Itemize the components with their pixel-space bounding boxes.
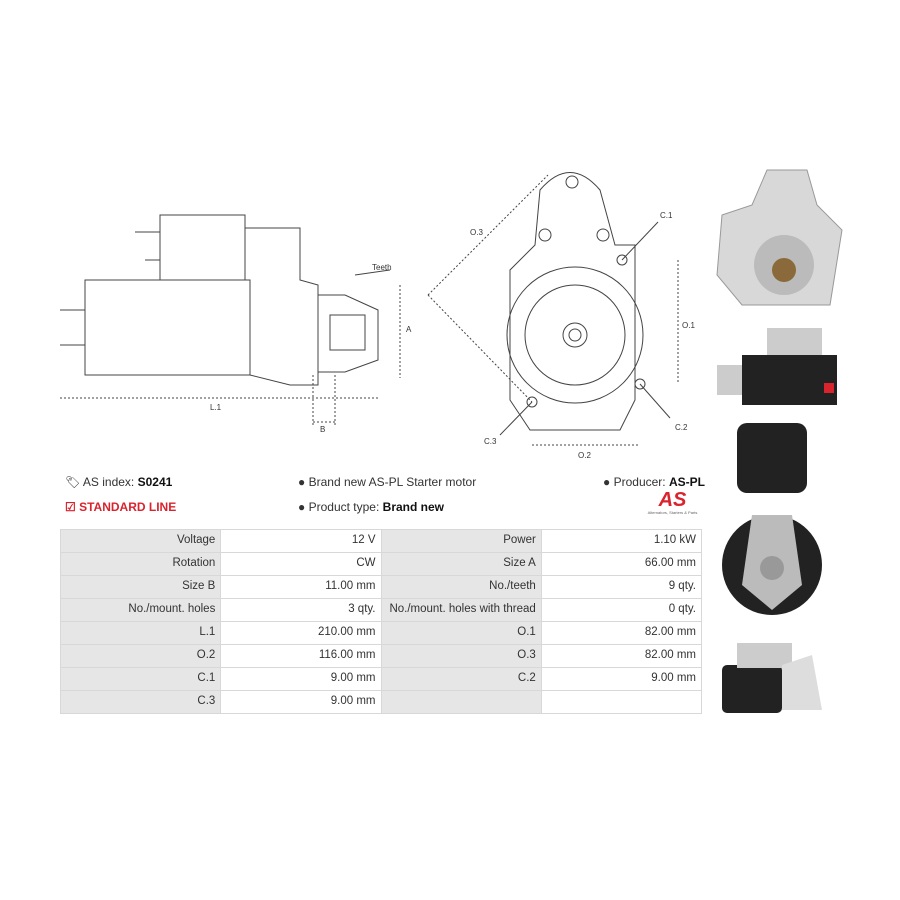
label-c1: C.1 [660, 211, 673, 220]
spec-label: O.2 [59, 644, 222, 668]
standard-line-badge: ☑ STANDARD LINE [65, 500, 176, 514]
spec-label: Rotation [59, 552, 222, 576]
product-type: ● Product type: Brand new [298, 500, 444, 514]
spec-label: O.1 [380, 621, 542, 645]
spec-label [380, 690, 542, 714]
logo-text: AS [658, 489, 687, 511]
as-index-value: S0241 [137, 475, 173, 489]
info-icon: ● [603, 475, 611, 489]
photo-side [717, 328, 837, 405]
spec-value: 82.00 mm [540, 621, 703, 645]
spec-value: 0 qty. [540, 598, 703, 622]
spec-value: 9.00 mm [220, 667, 382, 691]
info-icon: ● [298, 475, 306, 489]
info-icon: ● [298, 500, 306, 514]
tags-icon: 🏷 [65, 475, 81, 489]
as-index-label: AS index: [82, 475, 135, 489]
spec-label: C.2 [380, 667, 542, 691]
producer-value: AS-PL [668, 475, 705, 489]
label-b: B [320, 425, 325, 434]
standard-line-label: STANDARD LINE [79, 500, 177, 514]
photo-angle [722, 643, 822, 713]
photo-rear [722, 423, 822, 615]
label-c3: C.3 [484, 437, 497, 446]
spec-value: 116.00 mm [220, 644, 382, 668]
label-teeth: Teeth [372, 263, 392, 272]
checkbox-icon: ☑ [65, 500, 76, 514]
label-a: A [406, 325, 412, 334]
spec-value: 11.00 mm [220, 575, 382, 599]
label-o1: O.1 [682, 321, 695, 330]
product-type-value: Brand new [382, 500, 444, 514]
spec-value: 12 V [220, 529, 382, 553]
spec-label: Size A [380, 552, 542, 576]
spec-label: No./mount. holes [59, 598, 222, 622]
photo-front [716, 169, 843, 306]
logo-tagline: Alternators, Starters & Parts [647, 510, 698, 515]
spec-label: No./mount. holes with thread [380, 598, 542, 622]
label-l1: L.1 [210, 403, 222, 412]
label-o2: O.2 [578, 451, 591, 460]
product-photos [716, 169, 843, 713]
spec-label: C.3 [59, 690, 222, 714]
spec-label: L.1 [59, 621, 222, 645]
spec-value [540, 690, 703, 714]
spec-value: 210.00 mm [220, 621, 382, 645]
description-text: Brand new AS-PL Starter motor [308, 475, 477, 489]
product-type-label: Product type: [308, 500, 380, 514]
producer-label: Producer: [613, 475, 666, 489]
spec-value: 82.00 mm [540, 644, 703, 668]
side-view-drawing [60, 214, 401, 425]
spec-label: C.1 [59, 667, 222, 691]
spec-value: 9 qty. [540, 575, 703, 599]
as-index: 🏷 AS index: S0241 [65, 475, 172, 489]
spec-value: 1.10 kW [540, 529, 703, 553]
spec-label: Power [380, 529, 542, 553]
spec-label: Size B [59, 575, 222, 599]
label-o3: O.3 [470, 228, 483, 237]
spec-value: CW [220, 552, 382, 576]
spec-value: 3 qty. [220, 598, 382, 622]
spec-value: 66.00 mm [540, 552, 703, 576]
producer: ● Producer: AS-PL [603, 475, 705, 489]
spec-value: 9.00 mm [220, 690, 382, 714]
as-pl-logo: AS Alternators, Starters & Parts [640, 490, 705, 515]
label-c2: C.2 [675, 423, 688, 432]
technical-drawing: Teeth A L.1 B O.3 C.1 O.1 C.3 C.2 O.2 [60, 172, 695, 460]
spec-label: O.3 [380, 644, 542, 668]
description: ● Brand new AS-PL Starter motor [298, 475, 476, 489]
spec-value: 9.00 mm [540, 667, 703, 691]
front-view-drawing [427, 172, 679, 446]
spec-label: Voltage [59, 529, 222, 553]
spec-label: No./teeth [380, 575, 542, 599]
